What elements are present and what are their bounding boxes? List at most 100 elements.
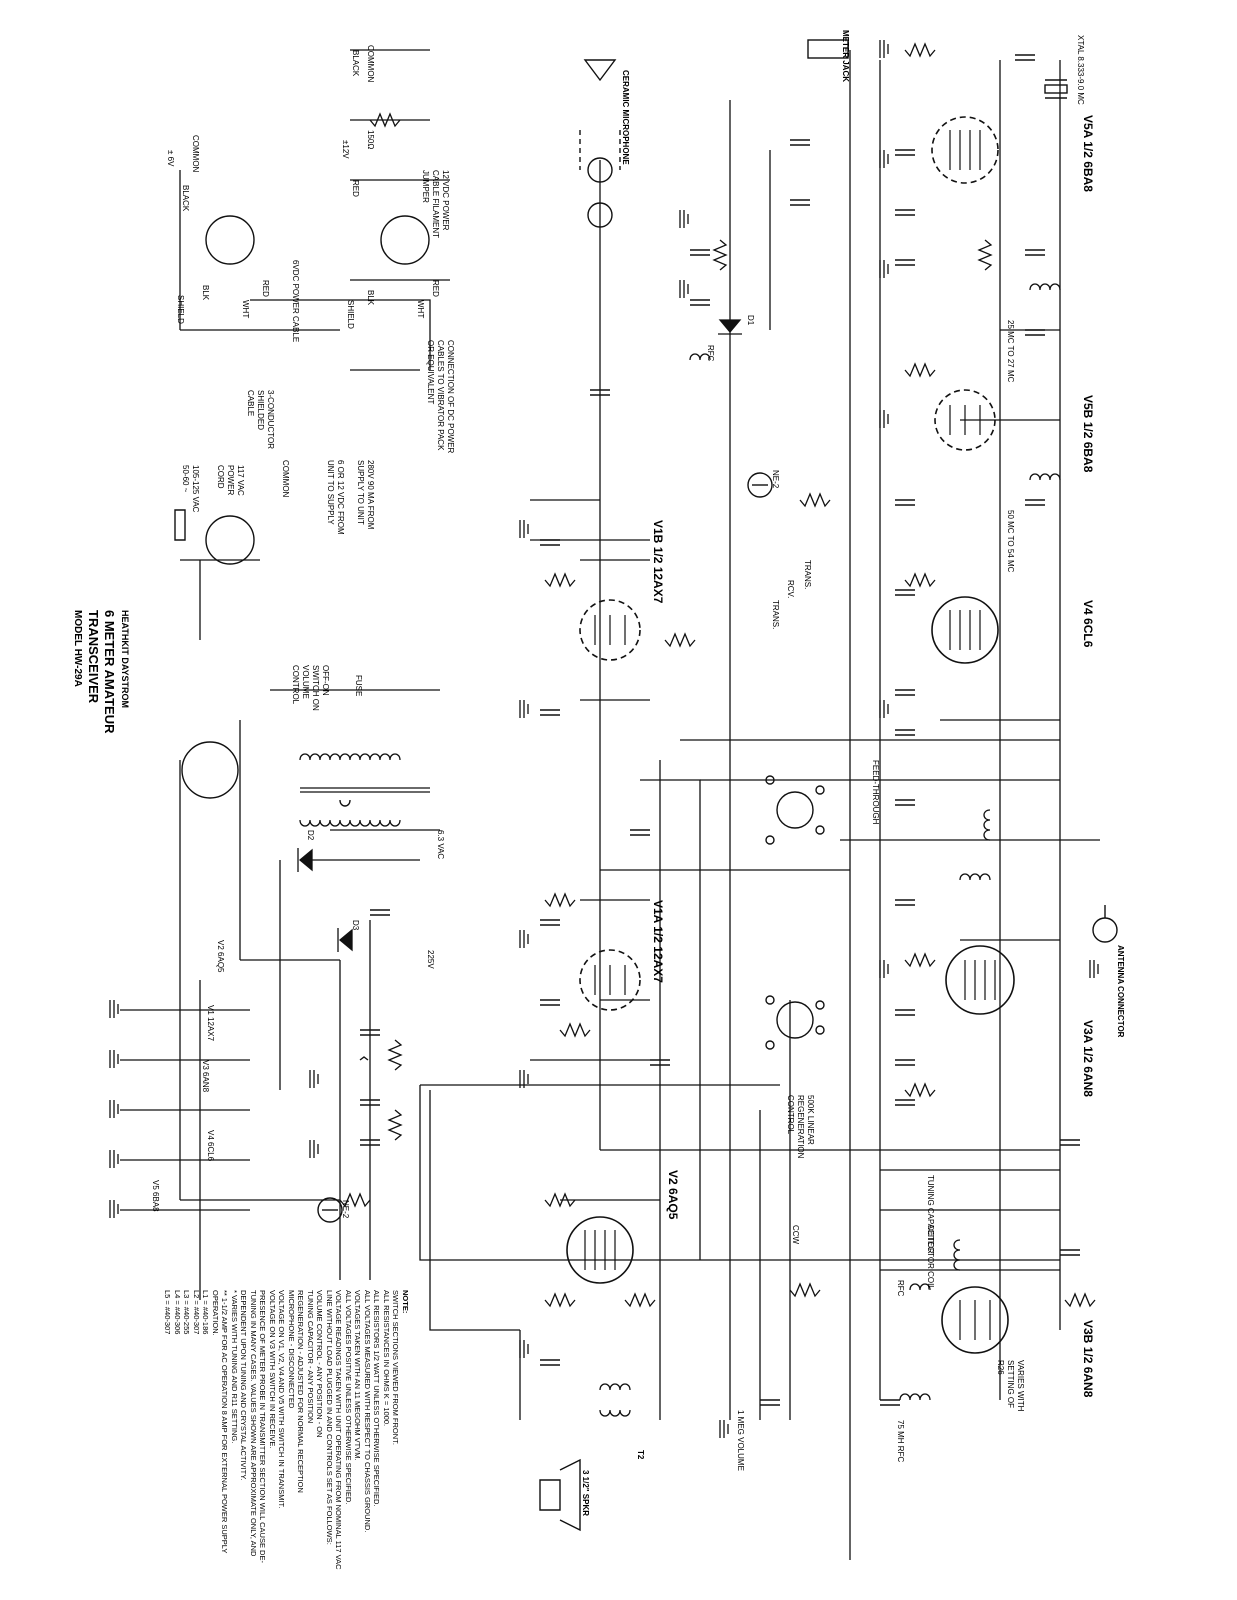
heater-v5: V5 6BA8 (151, 1180, 160, 1212)
title-line-3: MODEL HW-29A (72, 610, 83, 687)
rcv-label: RCV. (786, 580, 795, 599)
tube-symbols (566, 116, 1015, 1354)
l2-range-label: 50 MC TO 54 MC (1006, 510, 1015, 573)
title-line-1: 6 METER AMATEUR (102, 610, 117, 734)
red-label: RED (351, 180, 360, 197)
tube-label-v4: V4 6CL6 (1081, 600, 1095, 648)
shielded-cable-label: 3-CONDUCTOR SHIELDED CABLE (246, 390, 275, 449)
note-line: ALL RESISTORS 1/2 WATT UNLESS OTHERWISE … (372, 1290, 382, 1507)
note-line: VOLTAGE READINGS TAKEN WITH UNIT OPERATI… (325, 1290, 344, 1570)
supply-dc-label: 6 OR 12 VDC FROM UNIT TO SUPPLY (326, 460, 345, 535)
note-line: * VARIES WITH TUNING AND R11 SETTING. (230, 1290, 239, 1444)
tube-label-v3b: V3B 1/2 6AN8 (1081, 1320, 1095, 1398)
tube-label-v2: V2 6AQ5 (666, 1170, 680, 1220)
note-line: ** 1-1/2 AMP FOR AC OPERATION 8 AMP FOR … (211, 1290, 230, 1554)
tube-label-v3a: V3A 1/2 6AN8 (1081, 1020, 1095, 1097)
ccw-label: CCW (791, 1225, 800, 1245)
note-line: VOLTAGE ON V1, V2, V4 AND V5 WITH SWITCH… (277, 1290, 287, 1509)
v12-label: ±12V (341, 140, 350, 159)
tube-internals (584, 130, 996, 1340)
crystal-label: XTAL 8.333-9.0 MC (1076, 35, 1085, 105)
neon-lamp-2-label: NE-2 (341, 1200, 350, 1219)
note-header: NOTE: (401, 1290, 410, 1314)
note-line: L3 = #40-255 (182, 1290, 192, 1335)
rfc-label: RFC (706, 345, 715, 362)
rotary-switches (765, 775, 825, 1050)
cable-6v-label: 6VDC POWER CABLE (291, 260, 300, 343)
note-line: L2 = #40-307 (192, 1290, 201, 1335)
microphone-label: CERAMIC MICROPHONE (621, 70, 630, 165)
d2-label: D2 (306, 830, 315, 841)
misc-components (174, 39, 1118, 1532)
antenna-connector-label: ANTENNA CONNECTOR (1116, 945, 1125, 1038)
note-line: L1 = #40-186 (201, 1290, 211, 1335)
black-label: BLACK (351, 50, 360, 77)
off-on-switch-label: OFF-ON SWITCH ON VOLUME CONTROL (291, 665, 330, 711)
filament-voltage-label: 6.3 VAC (436, 830, 445, 860)
v6-label: ± 6V (166, 150, 175, 167)
speaker-label: 3 1/2" SPKR (581, 1470, 590, 1517)
wiring (120, 49, 1100, 1560)
neon-lamps (317, 472, 773, 1223)
varies-note: VARIES WITH SETTING OF R26 (996, 1360, 1025, 1412)
note-line: PRESENCE OF METER PROBE IN TRANSMITTER S… (239, 1290, 268, 1563)
tube-label-v5b: V5B 1/2 6BA8 (1081, 395, 1095, 473)
octal-sockets (181, 215, 430, 799)
note-line: ALL VOLTAGES MEASURED WITH RESPECT TO CH… (363, 1290, 372, 1533)
regeneration-control-label: 500K LINEAR REGENERATION CONTROL (786, 1095, 815, 1159)
tube-label-v5a: V5A 1/2 6BA8 (1081, 115, 1095, 192)
note-line: REGENERATION - ADJUSTED FOR NORMAL RECEP… (296, 1290, 306, 1493)
title-line-2: TRANSCEIVER (86, 610, 101, 704)
dc-connection-label: CONNECTION OF DC POWER CABLES TO VIBRATO… (426, 340, 455, 454)
d3-label: D3 (351, 920, 360, 931)
black-label-2: BLACK (181, 185, 190, 212)
note-line: L4 = #40-306 (173, 1290, 182, 1335)
blk-label: BLK (366, 290, 375, 306)
cable-12v-label: 12 VDC POWER CABLE FILAMENT JUMPER (421, 170, 450, 238)
note-line: ALL RESISTANCES IN OHMS K = 1000. (382, 1290, 391, 1427)
note-line: VOLTAGE ON V3 WITH SWITCH IN RECEIVE. (268, 1290, 277, 1449)
supply-280v-label: 280V 90 MA FROM SUPPLY TO UNIT (356, 460, 375, 530)
note-line: TUNING CAPACITOR - ANY POSITION (306, 1290, 315, 1424)
note-line: MICROPHONE - DISCONNECTED (287, 1290, 296, 1409)
heater-v1: V1 12AX7 (206, 1005, 215, 1042)
common-label-2: COMMON (191, 135, 200, 173)
shield-label: SHIELD (346, 300, 355, 329)
note-line: SWITCH SECTIONS VIEWED FROM FRONT. (391, 1290, 401, 1445)
common-label: COMMON (366, 45, 375, 83)
trans-label-2: TRANS. (771, 600, 780, 630)
capacitors (360, 54, 1080, 1406)
resistors (339, 42, 1096, 1308)
resistor-150-label: 150Ω (366, 130, 375, 150)
diodes (297, 319, 742, 952)
note-line: VOLTAGES TAKEN WITH AN 11 MEGOHM VTVM. (353, 1290, 363, 1461)
brand-daystrom: DAYSTROM (120, 657, 130, 709)
ac-range-label: 105-125 VAC 50-60 ~ (181, 465, 200, 513)
wht-label: WHT (416, 300, 425, 319)
heater-v2: V2 6AQ5 (216, 940, 225, 973)
l1-range-label: 25 MC TO 27 MC (1006, 320, 1015, 383)
fuse-label: FUSE (354, 675, 363, 697)
meter-jack-label: METER JACK (841, 30, 850, 83)
brand-heathkit: HEATHKIT (120, 610, 130, 655)
heater-v3: V3 6AN8 (201, 1060, 210, 1093)
common-label-3: COMMON (281, 460, 290, 498)
d1-label: D1 (746, 315, 755, 326)
note-line: ALL VOLTAGES POSITIVE UNLESS OTHERWISE S… (344, 1290, 353, 1505)
note-line: L5 = #40-307 (163, 1290, 173, 1335)
neon-lamp-label: NE-2 (771, 470, 780, 489)
volume-label: 1 MEG VOLUME (736, 1410, 745, 1471)
trans-label: TRANS. (803, 560, 812, 590)
tube-label-v1b: V1B 1/2 12AX7 (651, 520, 665, 604)
rfc-label-2: RFC (896, 1280, 905, 1297)
notes-block: NOTE: SWITCH SECTIONS VIEWED FROM FRONT.… (163, 1290, 411, 1570)
rfc-75mh-label: 75 MH RFC (896, 1420, 905, 1463)
detector-coil-label: DETECTOR COIL (926, 1225, 935, 1290)
red-label-2: RED (431, 280, 440, 297)
inductors (299, 283, 1061, 1417)
t2-label: T2 (636, 1450, 645, 1460)
heater-v4: V4 6CL6 (206, 1130, 215, 1162)
ac-cord-label: 117 VAC POWER CORD (216, 465, 245, 496)
